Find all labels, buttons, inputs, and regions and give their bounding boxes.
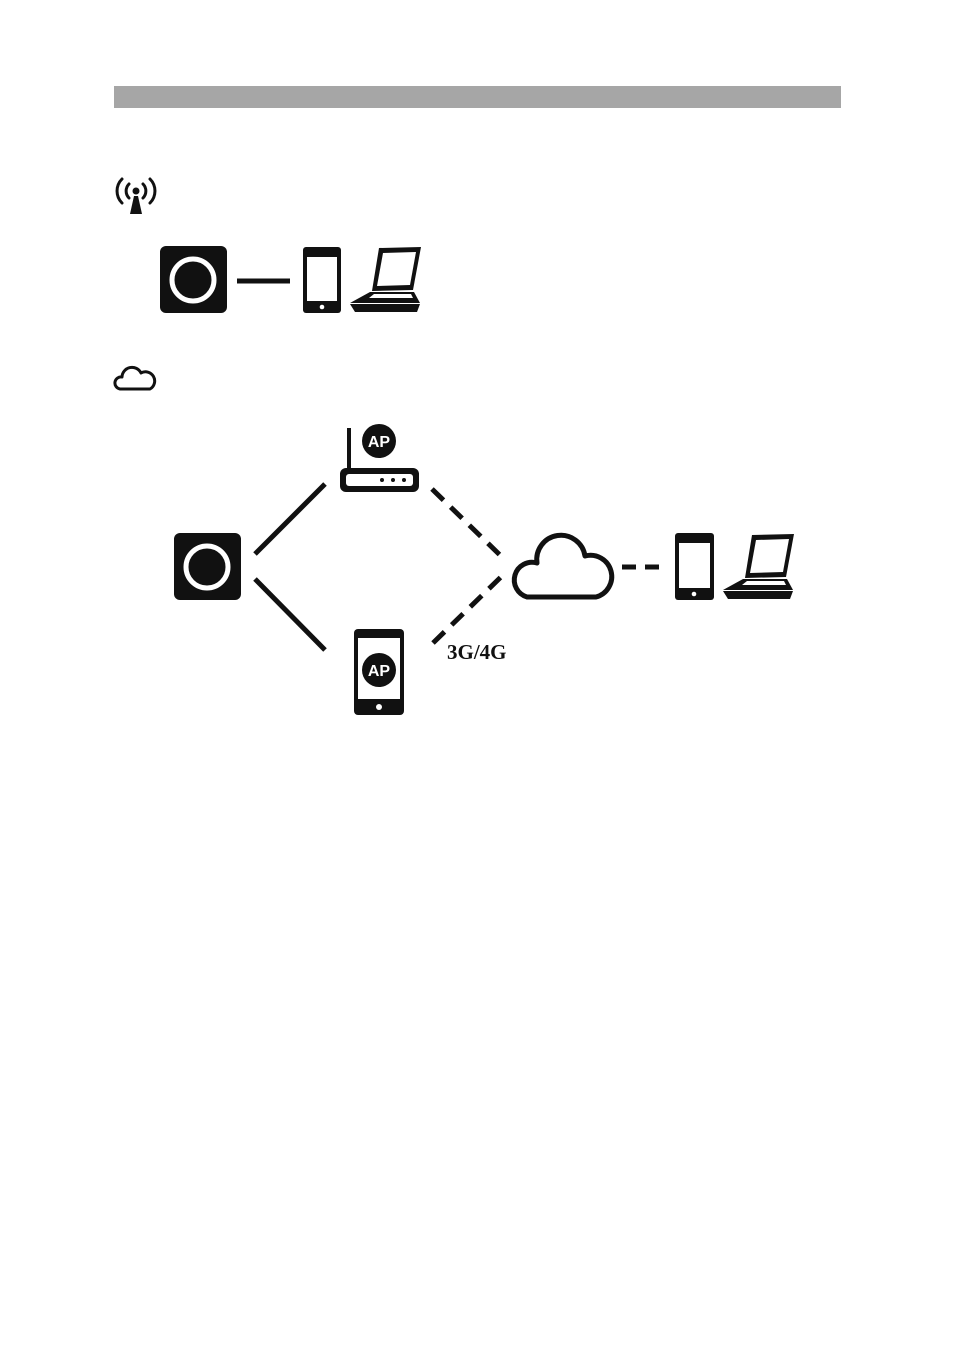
router-ap-badge: AP — [362, 424, 396, 458]
camera-to-phone-line — [255, 579, 325, 650]
phone-ap-badge: AP — [362, 653, 396, 687]
camera-to-router-line — [255, 484, 325, 554]
camera-device-icon — [160, 246, 227, 313]
mobile-network-label: 3G/4G — [447, 640, 507, 664]
router-ap-label: AP — [368, 434, 391, 451]
cloud-icon — [514, 535, 611, 597]
laptop-icon — [723, 534, 794, 599]
wireless-signal-icon — [117, 179, 155, 214]
smartphone-icon — [303, 247, 341, 313]
laptop-icon — [350, 247, 421, 312]
camera-device-icon — [174, 533, 241, 600]
router-to-cloud-dashed-line — [432, 489, 502, 557]
phone-ap-label: AP — [368, 663, 391, 680]
cloud-outline-icon — [115, 367, 155, 389]
smartphone-icon — [675, 533, 714, 600]
phone-to-cloud-dashed-line — [433, 576, 502, 643]
